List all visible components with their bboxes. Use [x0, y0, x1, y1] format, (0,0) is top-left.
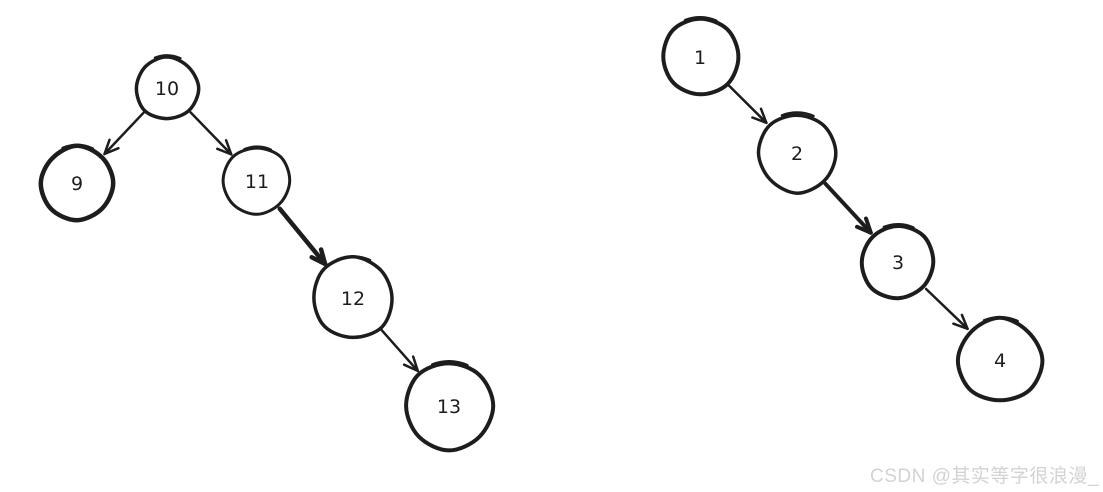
tree-node-11: 11	[221, 145, 292, 216]
node-label: 4	[994, 350, 1006, 372]
tree-node-4: 4	[955, 315, 1045, 403]
tree-node-12: 12	[312, 255, 394, 340]
tree-node-13: 13	[404, 360, 496, 453]
edge-line	[924, 287, 969, 331]
csdn-watermark: CSDN @其实等字很浪漫_	[870, 466, 1099, 487]
sketch-overlap-stroke	[780, 111, 815, 118]
edge-arrow-11-to-12	[277, 206, 328, 267]
sketch-overlap-stroke	[683, 16, 718, 23]
node-circle	[955, 315, 1045, 403]
node-label: 10	[155, 78, 179, 100]
tree-node-9: 9	[38, 143, 116, 223]
linked-chain-right: 1 2 3 4	[661, 16, 1045, 403]
sketch-overlap-stroke	[882, 223, 915, 230]
edge-arrow-3-to-4	[924, 287, 969, 331]
node-circle	[38, 143, 116, 223]
arrowhead-icon	[309, 247, 328, 267]
tree-node-2: 2	[756, 111, 838, 195]
edge-arrow-10-to-9	[103, 111, 145, 156]
edge-line	[823, 181, 873, 235]
edge-line	[103, 111, 145, 156]
arrowhead-icon	[103, 138, 120, 156]
sketch-overlap-stroke	[61, 143, 95, 151]
edge-line	[277, 206, 328, 267]
node-label: 11	[245, 171, 269, 193]
edge-arrow-1-to-2	[727, 84, 768, 125]
node-label: 3	[892, 252, 904, 274]
node-label: 13	[437, 396, 461, 418]
node-label: 2	[791, 143, 803, 165]
tree-node-3: 3	[859, 223, 936, 301]
sketch-overlap-stroke	[982, 316, 1019, 323]
node-label: 12	[341, 288, 365, 310]
node-circle	[312, 255, 394, 340]
edge-line	[727, 84, 768, 125]
arrowhead-icon	[952, 313, 969, 331]
arrowhead-icon	[216, 139, 233, 156]
node-circle	[756, 113, 838, 195]
binary-tree-left: 10 9 11 12 13	[38, 54, 496, 453]
node-label: 9	[71, 173, 83, 195]
edge-arrow-12-to-13	[380, 328, 420, 373]
edge-arrow-10-to-11	[189, 111, 233, 156]
node-circle	[404, 361, 496, 453]
sketch-overlap-stroke	[243, 145, 273, 151]
node-circle	[661, 16, 741, 97]
node-circle	[134, 55, 201, 121]
tree-node-1: 1	[661, 16, 741, 97]
node-label: 1	[694, 47, 706, 69]
node-circle	[221, 146, 292, 216]
edge-line	[380, 328, 420, 373]
sketch-overlap-stroke	[336, 255, 372, 262]
tree-node-10: 10	[134, 54, 201, 121]
edge-arrow-2-to-3	[823, 181, 873, 235]
edge-line	[189, 111, 233, 156]
node-circle	[859, 223, 936, 301]
arrowhead-icon	[751, 107, 768, 125]
arrowhead-icon	[402, 355, 420, 373]
sketch-overlap-stroke	[431, 360, 469, 367]
sketch-overlap-stroke	[153, 54, 182, 60]
arrowhead-icon	[855, 216, 873, 235]
